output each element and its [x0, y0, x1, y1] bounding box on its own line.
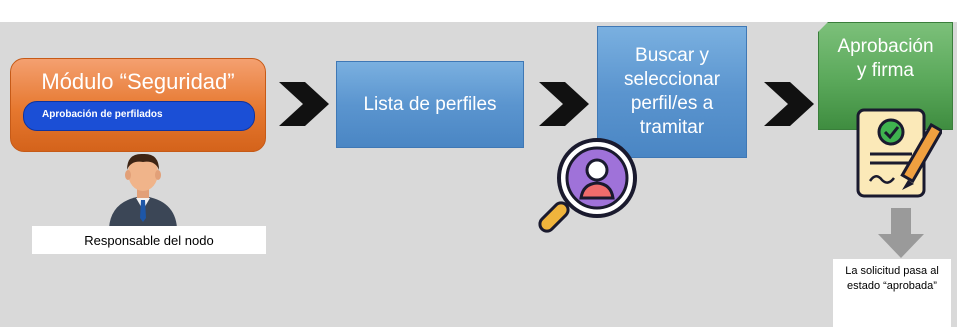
magnifier-user-icon [538, 138, 637, 233]
person-icon [109, 153, 177, 228]
buscar-seleccionar-box: Buscar y seleccionar perfil/es a tramita… [597, 26, 747, 158]
chevron-right-icon [539, 82, 589, 126]
aprobacion-perfilados-button[interactable]: Aprobación de perfilados [23, 101, 255, 131]
aprobacion-perfilados-label: Aprobación de perfilados [42, 109, 163, 120]
responsable-label: Responsable del nodo [32, 226, 266, 254]
module-seguridad: Módulo “Seguridad” Aprobación de perfila… [10, 58, 266, 152]
chevron-right-icon [279, 82, 329, 126]
lista-perfiles-box: Lista de perfiles [336, 61, 524, 148]
module-title: Módulo “Seguridad” [41, 69, 235, 94]
chevron-right-icon [764, 82, 814, 126]
result-text: La solicitud pasa al estado “aprobada” [833, 259, 951, 327]
aprobacion-firma-label: Aprobación y firma [837, 36, 934, 81]
signed-document-icon [856, 108, 942, 198]
arrow-down-icon [878, 208, 924, 258]
